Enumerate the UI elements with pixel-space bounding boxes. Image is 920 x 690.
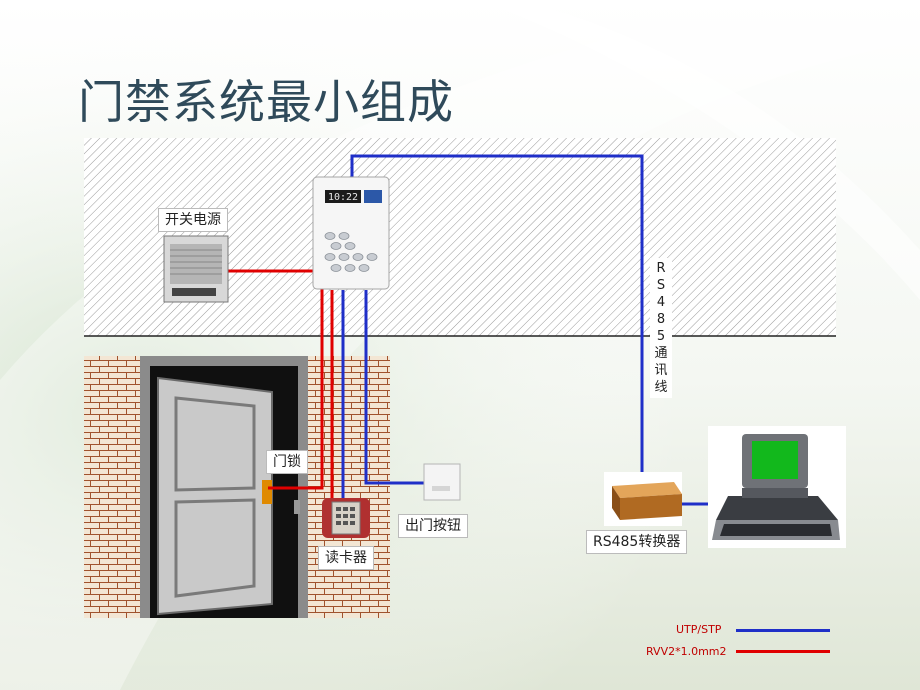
rs485-converter-device xyxy=(604,472,682,526)
rs485-char: 通 xyxy=(654,346,668,361)
label-card-reader: 读卡器 xyxy=(318,546,374,570)
legend-label-rvv: RVV2*1.0mm2 xyxy=(646,645,727,658)
rs485-char: R xyxy=(656,261,666,276)
rs485-char: 讯 xyxy=(654,363,668,378)
rs485-char: 线 xyxy=(654,380,668,395)
rs485-char: 5 xyxy=(656,329,666,344)
door xyxy=(140,356,308,618)
page-title: 门禁系统最小组成 xyxy=(78,75,454,129)
computer-device xyxy=(708,426,846,548)
controller-display: 10:22 xyxy=(328,192,358,203)
rs485-char: S xyxy=(656,278,666,293)
label-rs485-line: R S 4 8 5 通 讯 线 xyxy=(650,258,672,398)
exit-button-device xyxy=(423,463,461,501)
power-supply-device xyxy=(163,235,229,303)
card-reader-device xyxy=(322,498,370,538)
label-power-supply: 开关电源 xyxy=(158,208,228,232)
label-rs485-converter: RS485转换器 xyxy=(586,530,688,554)
label-door-lock: 门锁 xyxy=(266,450,308,474)
rs485-char: 4 xyxy=(656,295,666,310)
legend-line-utp xyxy=(736,629,830,632)
access-controller xyxy=(312,176,390,290)
legend-label-utp: UTP/STP xyxy=(676,623,722,636)
rs485-char: 8 xyxy=(656,312,666,327)
label-exit-button: 出门按钮 xyxy=(398,514,468,538)
door-lock-device xyxy=(262,480,272,504)
legend-line-rvv xyxy=(736,650,830,653)
